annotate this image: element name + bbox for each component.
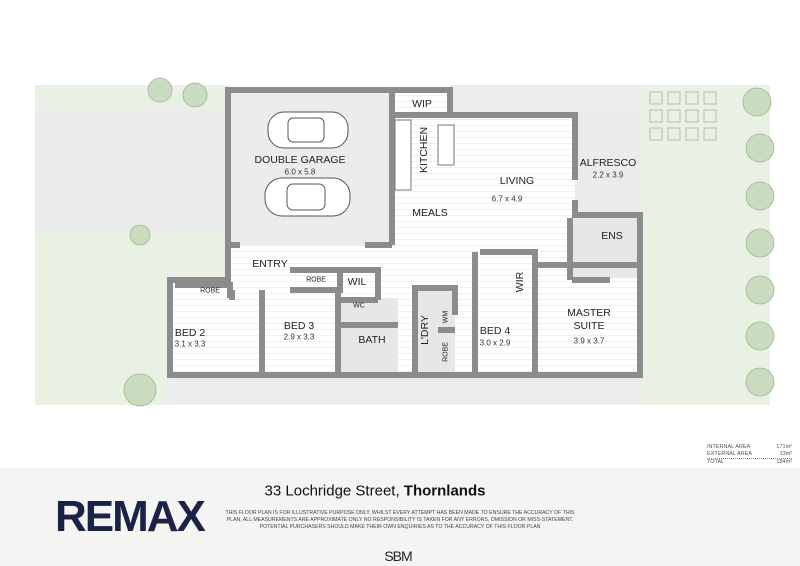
- side-path: [170, 375, 640, 405]
- room-size-alfresco: 2.2 x 3.9: [592, 170, 624, 180]
- room-size-master: 3.9 x 3.7: [573, 336, 605, 346]
- area-label: EXTERNAL AREA: [707, 451, 753, 457]
- driveway: [35, 110, 228, 230]
- room-label-robe-bed2: ROBE: [200, 287, 220, 295]
- room-label-bed3: BED 3: [283, 320, 315, 332]
- room-size-bed2: 3.1 x 3.3: [174, 339, 206, 349]
- room-label-alfresco: ALFRESCO: [579, 157, 637, 169]
- room-label-suite: SUITE: [573, 320, 605, 332]
- room-label-bed4: BED 4: [479, 325, 511, 337]
- room-label-ens: ENS: [601, 230, 623, 242]
- sbm-logo: SBM: [384, 548, 412, 564]
- wet-floor: [338, 298, 398, 373]
- pavers: [649, 91, 717, 141]
- shrubs: [123, 77, 775, 407]
- room-label-meals: MEALS: [412, 207, 448, 219]
- house-floor: [170, 90, 640, 375]
- room-label-wip: WIP: [412, 98, 432, 110]
- address: 33 Lochridge Street, Thornlands: [265, 483, 486, 500]
- room-size-garage: 6.0 x 5.8: [284, 167, 316, 177]
- room-label-ldry: L'DRY: [419, 315, 431, 345]
- remax-logo: REMAX: [55, 492, 206, 541]
- ens-floor: [572, 218, 638, 278]
- suburb: Thornlands: [403, 482, 486, 500]
- room-label-bath: BATH: [358, 334, 386, 346]
- room-label-entry: ENTRY: [252, 258, 288, 270]
- back-path: [450, 85, 640, 115]
- room-size-bed4: 3.0 x 2.9: [479, 338, 511, 348]
- area-row-total: TOTAL 184m²: [707, 458, 792, 466]
- area-value: 171m²: [776, 444, 792, 450]
- room-label-wc: WC: [353, 302, 365, 310]
- room-size-living: 6.7 x 4.9: [491, 194, 523, 204]
- room-label-master: MASTER: [567, 307, 611, 319]
- room-size-bed3: 2.9 x 3.3: [283, 332, 315, 342]
- area-value: 184m²: [776, 459, 792, 465]
- area-label: TOTAL: [707, 459, 725, 465]
- room-label-wm: WM: [442, 310, 450, 324]
- area-row: EXTERNAL AREA 13m²: [707, 451, 792, 458]
- footer: [0, 468, 800, 566]
- room-label-kitchen: KITCHEN: [418, 126, 430, 174]
- room-label-living: LIVING: [499, 175, 535, 187]
- disclaimer: THIS FLOOR PLAN IS FOR ILLUSTRATIVE PURP…: [225, 510, 575, 530]
- alfresco-area: [575, 115, 640, 215]
- area-value: 13m²: [779, 451, 792, 457]
- car-icon: [264, 111, 351, 217]
- street: 33 Lochridge Street,: [264, 482, 400, 500]
- room-label-garage: DOUBLE GARAGE: [254, 154, 346, 166]
- area-row: INTERNAL AREA 171m²: [707, 444, 792, 451]
- room-label-wil: WIL: [347, 276, 367, 288]
- walls: [167, 87, 643, 378]
- room-label-robe-bed3: ROBE: [306, 276, 326, 284]
- area-table: INTERNAL AREA 171m² EXTERNAL AREA 13m² TOT…: [707, 444, 792, 466]
- area-label: INTERNAL AREA: [707, 444, 751, 450]
- kitchen-bench: [394, 119, 455, 191]
- room-label-robe-ldry: ROBE: [442, 342, 450, 362]
- room-label-bed2: BED 2: [174, 327, 206, 339]
- room-label-wir: WIR: [514, 271, 526, 293]
- floor-plan: [35, 77, 775, 407]
